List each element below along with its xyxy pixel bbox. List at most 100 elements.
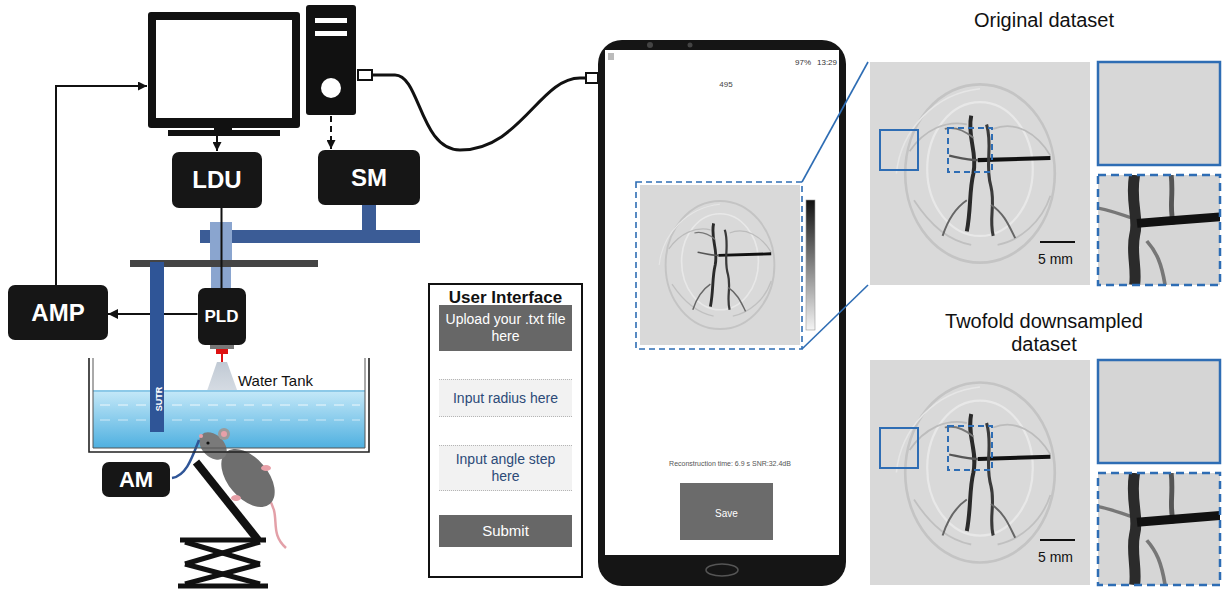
- usb-cable: [358, 70, 598, 150]
- mouse-figure: [261, 465, 271, 471]
- computer-tower-icon: [306, 5, 356, 115]
- phone-reconstruction-image: [636, 182, 802, 349]
- text-holder: Input radius here: [439, 388, 572, 407]
- scale-bar-label: 5 mm: [1038, 251, 1073, 267]
- projection-line: [802, 62, 868, 182]
- phone-frame: [598, 40, 846, 586]
- device-label: PLD: [205, 307, 239, 327]
- scanning-stage: [200, 230, 420, 243]
- signal-connector: [221, 208, 223, 288]
- signal-wire: [330, 116, 332, 149]
- device-box: AMP: [8, 285, 108, 340]
- ui-button: Upload your .txt file here: [439, 305, 572, 351]
- original-image: [880, 130, 918, 170]
- scissor-lift: [185, 564, 260, 584]
- device-label: LDU: [192, 166, 241, 194]
- monitor-icon: [148, 12, 300, 128]
- button-label: Input radius here: [453, 390, 558, 407]
- scissor-lift: [178, 584, 268, 589]
- water: [100, 420, 360, 421]
- water: [93, 390, 365, 392]
- phone-frame: [688, 43, 693, 48]
- water: [93, 391, 365, 448]
- button-label: Save: [715, 508, 738, 520]
- transducer-bar: SUTR: [150, 262, 164, 432]
- original-image: [948, 128, 992, 172]
- monitor-icon: [168, 130, 280, 136]
- mouse-figure: [268, 498, 286, 548]
- laser-beam: [221, 354, 223, 362]
- computer-tower-icon: [315, 18, 347, 23]
- save-button: Save: [680, 483, 773, 540]
- text-holder: 495: [714, 73, 738, 91]
- text-holder: Submit: [439, 521, 572, 540]
- screen-label: Reconstruction time: 6.9 s SNR:32.4dB: [669, 460, 791, 467]
- scissor-lift: [185, 564, 260, 584]
- laser-beam: [210, 345, 234, 349]
- mouse-figure: [218, 428, 230, 440]
- signal-wire: [56, 86, 147, 285]
- button-label: Upload your .txt file here: [445, 311, 566, 345]
- device-box: LDU: [172, 152, 262, 208]
- scanning-stage: [362, 205, 376, 232]
- screen-label: 97%: [795, 58, 811, 67]
- tank-outline: [88, 358, 370, 453]
- original-image: [1098, 175, 1220, 285]
- text-holder: Upload your .txt file here: [439, 311, 572, 345]
- device-label: SM: [351, 164, 387, 192]
- tank-outline: [89, 358, 369, 452]
- scale-bar-label: 5 mm: [1038, 549, 1073, 565]
- mouse-figure: [231, 495, 241, 501]
- projection-line: [802, 285, 868, 349]
- downsampled-image: [1098, 473, 1220, 585]
- image-panel: Twofold downsampled dataset5 mm: [868, 360, 1220, 585]
- mouse-figure: [199, 434, 203, 438]
- ui-button: Submit: [439, 515, 572, 547]
- downsampled-image: [948, 426, 992, 470]
- text-holder: SM: [345, 164, 393, 192]
- text-holder: LDU: [186, 166, 247, 194]
- image-panel: Original dataset5 mm: [868, 62, 1220, 285]
- scanning-stage: [130, 205, 420, 288]
- mouse-figure: [194, 427, 232, 465]
- phone-reconstruction-image: [636, 182, 815, 349]
- text-holder: 5 mm: [1038, 548, 1073, 566]
- original-image: [1098, 62, 1220, 165]
- original-image: [870, 62, 1090, 285]
- computer-tower-icon: [315, 31, 347, 36]
- phone-frame: [608, 53, 614, 60]
- downsampled-image: [1040, 539, 1075, 541]
- text-holder: 13:29: [815, 51, 839, 69]
- text-holder: AMP: [25, 299, 90, 327]
- image-title: Original dataset: [974, 9, 1114, 32]
- projection-line: [802, 62, 868, 349]
- text-holder: Water Tank: [238, 372, 313, 390]
- original-image: [1098, 175, 1220, 285]
- laser-beam: [216, 349, 228, 354]
- phone-frame: [598, 40, 846, 586]
- usb-cable: [358, 70, 372, 80]
- text-holder: 97%: [792, 51, 814, 69]
- downsampled-image: [870, 360, 1090, 585]
- usb-cable: [372, 75, 588, 150]
- phone-reconstruction-image: [806, 200, 815, 330]
- phone-frame: [706, 564, 738, 576]
- computer-tower-icon: [321, 78, 341, 98]
- phone-frame: [605, 50, 839, 555]
- image-title: Twofold downsampled dataset: [937, 310, 1152, 356]
- computer-tower-icon: [306, 5, 356, 115]
- text-holder: Input angle step here: [439, 451, 572, 485]
- downsampled-image: [1098, 360, 1220, 463]
- original-image: [870, 62, 1220, 285]
- downsampled-image: [870, 360, 1220, 585]
- ui-input: Input radius here: [439, 379, 572, 417]
- device-label: AM: [119, 467, 153, 493]
- button-label: Input angle step here: [445, 451, 566, 485]
- ui-panel: User InterfaceUpload your .txt file here…: [428, 283, 583, 578]
- screen-label: 13:29: [817, 58, 837, 67]
- tank-label: Water Tank: [238, 372, 313, 389]
- text-holder: AM: [113, 467, 159, 493]
